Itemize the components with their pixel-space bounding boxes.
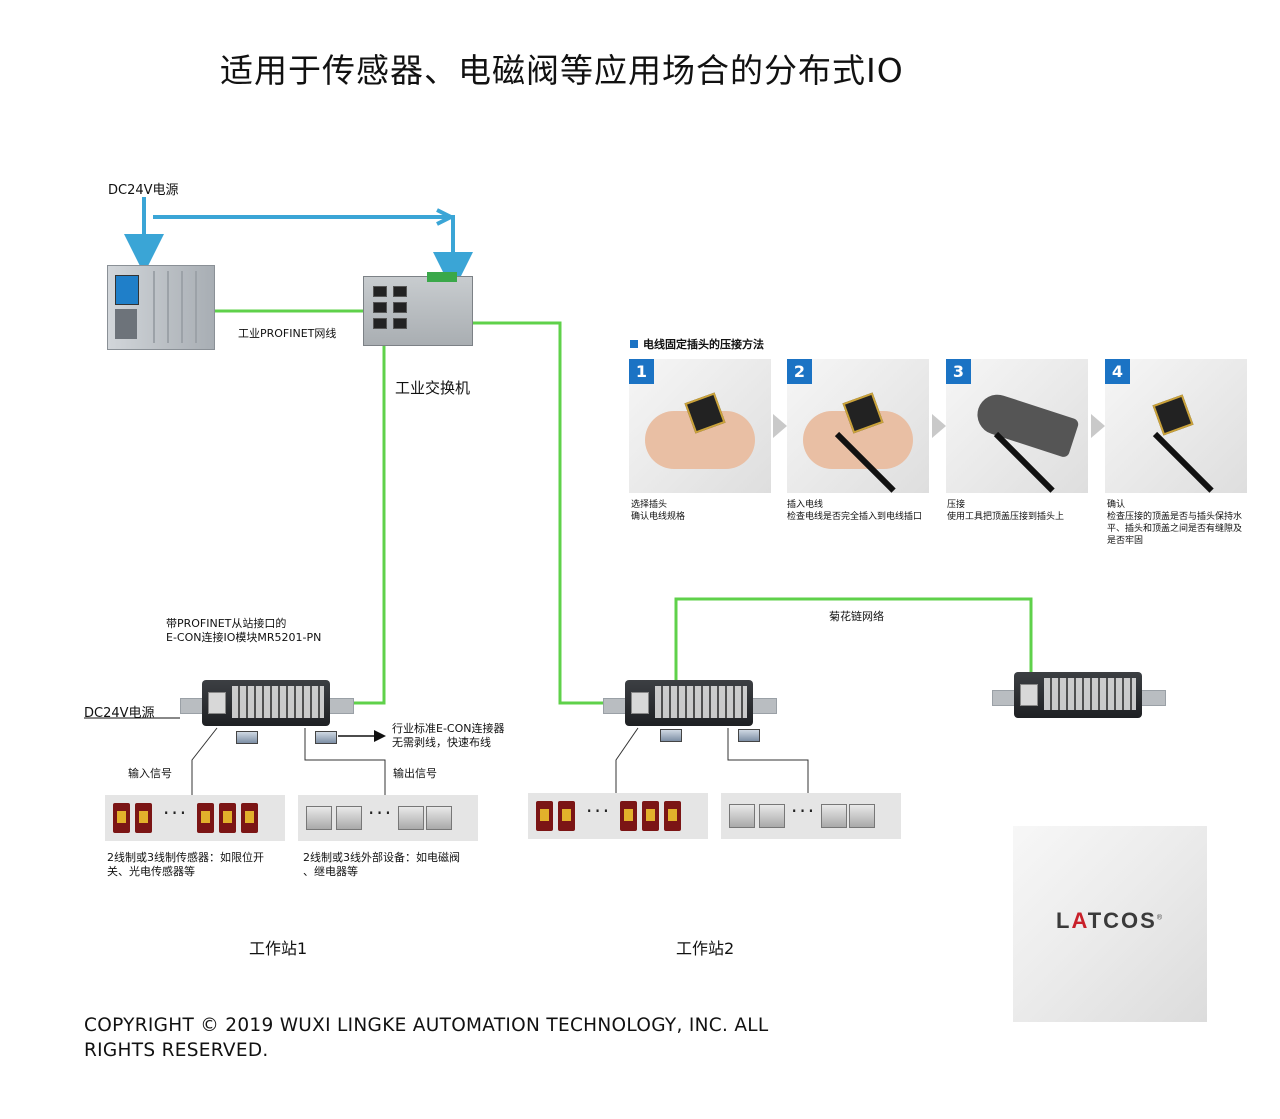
switch-label: 工业交换机 bbox=[395, 379, 471, 397]
daisy-chain-label: 菊花链网络 bbox=[829, 610, 884, 623]
step-number: 2 bbox=[787, 359, 812, 384]
crimp-step-4-image: 4 bbox=[1105, 359, 1247, 493]
copyright-notice: COPYRIGHT © 2019 WUXI LINGKE AUTOMATION … bbox=[84, 1015, 769, 1061]
ellipsis-icon: ··· bbox=[163, 801, 189, 825]
io-module-icon bbox=[992, 672, 1166, 718]
econ-connector-icon bbox=[660, 729, 682, 742]
sensor-icon bbox=[241, 803, 258, 833]
sensor-icon bbox=[113, 803, 130, 833]
step-number: 4 bbox=[1105, 359, 1130, 384]
crimp-step-4-caption: 确认检查压接的顶盖是否与插头保持水 平、插头和顶盖之间是否有缝隙及是否牢固 bbox=[1107, 500, 1243, 546]
station1-label: 工作站1 bbox=[249, 939, 308, 958]
input-signal-label: 输入信号 bbox=[128, 767, 172, 780]
output-signal-label: 输出信号 bbox=[393, 767, 437, 780]
valve-icon bbox=[426, 806, 452, 830]
crimp-method-title: 电线固定插头的压接方法 bbox=[630, 336, 764, 352]
valve-icon bbox=[849, 804, 875, 828]
plc-icon bbox=[107, 265, 215, 350]
valve-icon bbox=[398, 806, 424, 830]
step-number: 1 bbox=[629, 359, 654, 384]
econ-connector-icon bbox=[738, 729, 760, 742]
sensor-description: 2线制或3线制传感器：如限位开关、光电传感器等 bbox=[107, 851, 264, 878]
latcos-logo: LATCOS® bbox=[1013, 826, 1207, 1022]
crimp-step-1-caption: 选择插头确认电线规格 bbox=[631, 500, 686, 522]
power-label-top: DC24V电源 bbox=[108, 183, 179, 198]
power-label-left: DC24V电源 bbox=[84, 706, 155, 721]
sensor-panel-station1: ··· bbox=[105, 795, 285, 841]
daisy-chain-line bbox=[674, 597, 1033, 712]
sensor-icon bbox=[642, 801, 659, 831]
step-arrow-icon bbox=[773, 414, 787, 438]
sensor-icon bbox=[197, 803, 214, 833]
econ-connector-icon bbox=[236, 731, 258, 744]
econ-label: 行业标准E-CON连接器无需剥线，快速布线 bbox=[392, 722, 505, 749]
sensor-icon bbox=[620, 801, 637, 831]
step-arrow-icon bbox=[1091, 414, 1105, 438]
io-module-icon bbox=[180, 680, 354, 726]
sensor-icon bbox=[664, 801, 681, 831]
valve-panel-station2: ··· bbox=[721, 793, 901, 839]
sensor-icon bbox=[558, 801, 575, 831]
valve-icon bbox=[729, 804, 755, 828]
device-description: 2线制或3线外部设备：如电磁阀、继电器等 bbox=[303, 851, 460, 878]
crimp-step-2-caption: 插入电线检查电线是否完全插入到电线插口 bbox=[787, 500, 923, 522]
valve-icon bbox=[759, 804, 785, 828]
sensor-icon bbox=[219, 803, 236, 833]
logo-wordmark: LATCOS® bbox=[1055, 908, 1164, 933]
valve-icon bbox=[821, 804, 847, 828]
ellipsis-icon: ··· bbox=[586, 799, 612, 823]
sensor-icon bbox=[135, 803, 152, 833]
switch-icon bbox=[363, 272, 473, 346]
step-number: 3 bbox=[946, 359, 971, 384]
econ-connector-icon bbox=[315, 731, 337, 744]
sensor-icon bbox=[536, 801, 553, 831]
sensor-panel-station2: ··· bbox=[528, 793, 708, 839]
crimp-step-3-caption: 压接使用工具把顶盖压接到插头上 bbox=[947, 500, 1065, 522]
profinet-cable-label: 工业PROFINET网线 bbox=[238, 327, 337, 340]
station2-label: 工作站2 bbox=[676, 939, 735, 958]
page-title: 适用于传感器、电磁阀等应用场合的分布式IO bbox=[220, 51, 904, 90]
power-arrow-switch bbox=[153, 215, 473, 292]
valve-icon bbox=[336, 806, 362, 830]
valve-icon bbox=[306, 806, 332, 830]
crimp-step-1-image: 1 bbox=[629, 359, 771, 493]
ellipsis-icon: ··· bbox=[791, 799, 817, 823]
crimp-step-3-image: 3 bbox=[946, 359, 1088, 493]
profinet-switch-station2 bbox=[405, 321, 640, 705]
valve-panel-station1: ··· bbox=[298, 795, 478, 841]
ellipsis-icon: ··· bbox=[368, 801, 394, 825]
io-module-icon bbox=[603, 680, 777, 726]
profinet-switch-station1 bbox=[232, 326, 386, 705]
step-arrow-icon bbox=[932, 414, 946, 438]
crimp-step-2-image: 2 bbox=[787, 359, 929, 493]
